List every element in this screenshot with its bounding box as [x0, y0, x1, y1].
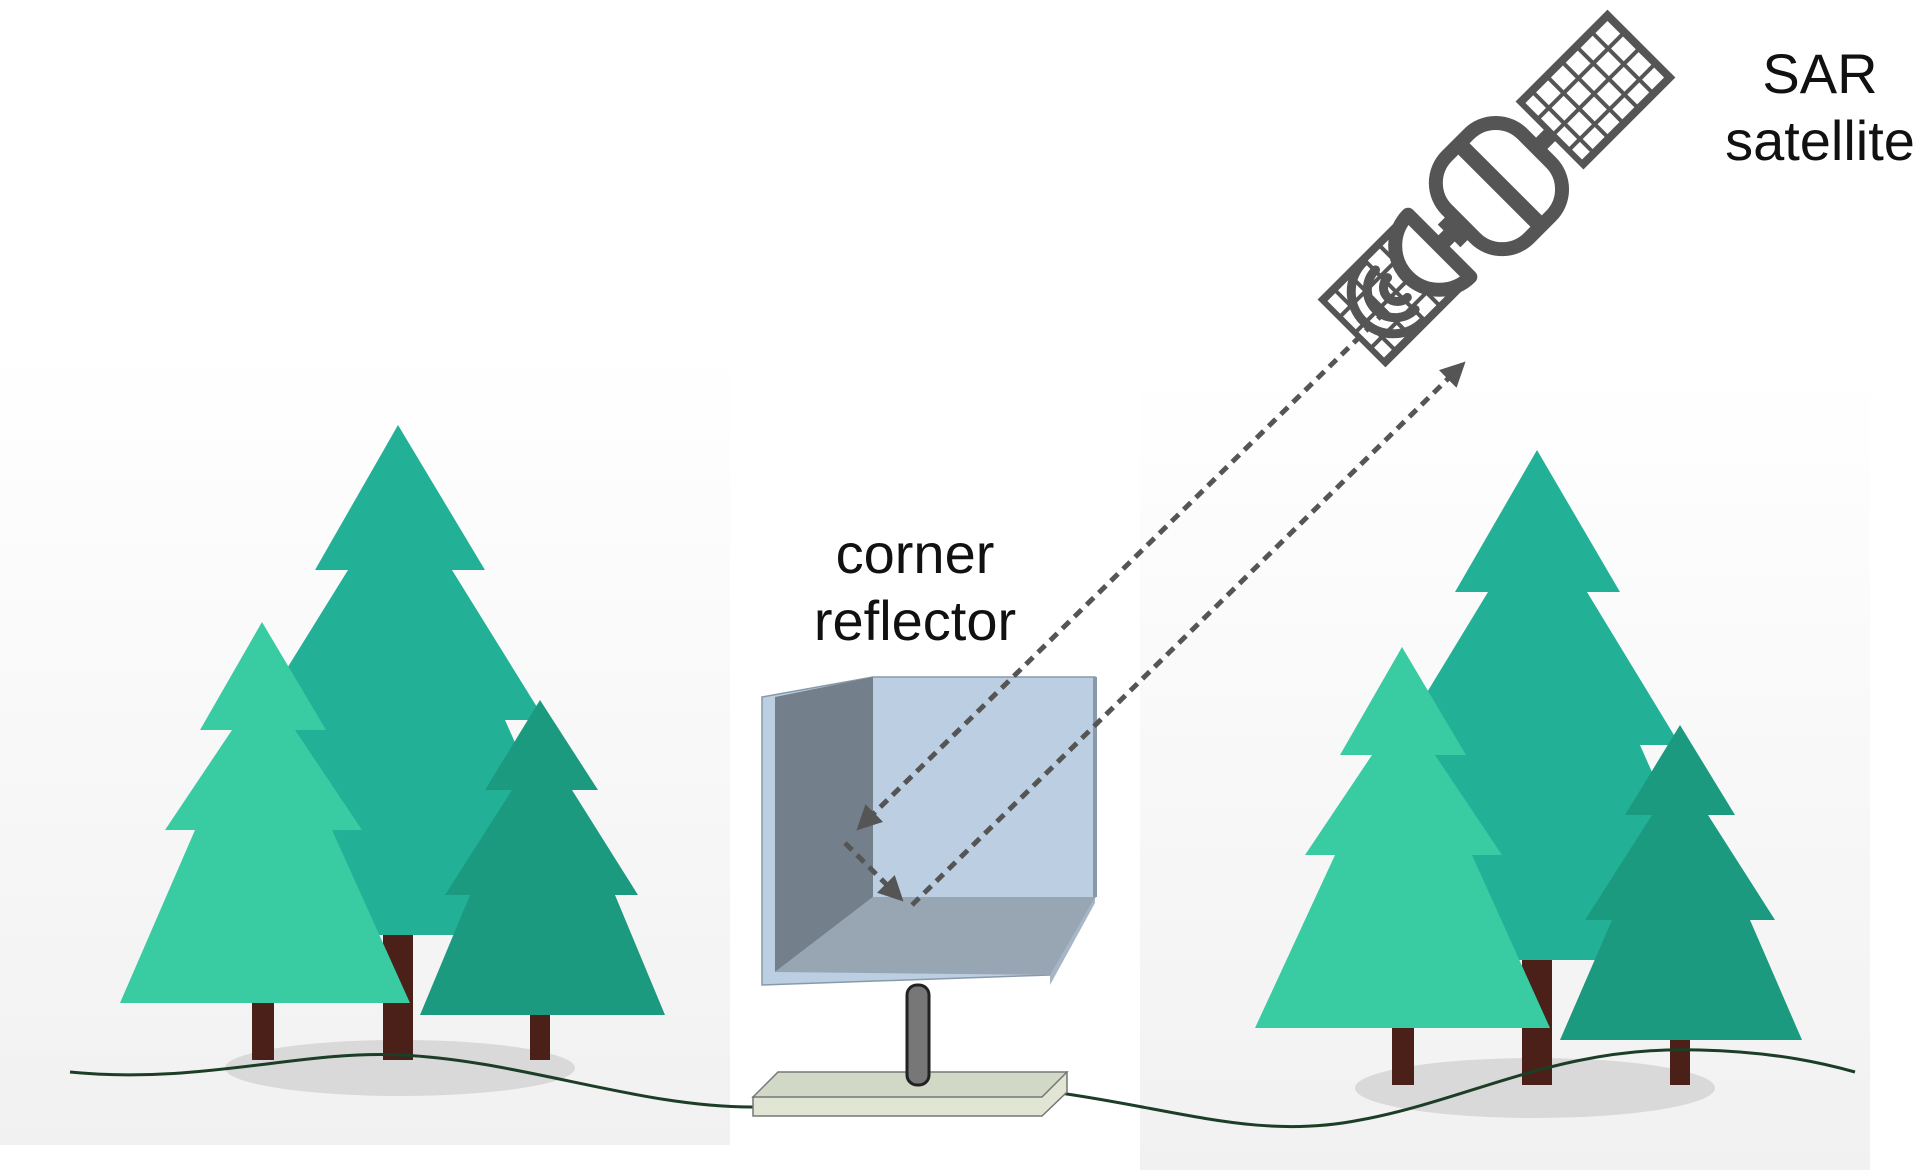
satellite-label-line2: satellite — [1725, 109, 1915, 173]
outgoing-signal-path — [910, 361, 1466, 907]
reflector-floor-face — [775, 897, 1095, 975]
satellite-label-line1: SAR — [1762, 42, 1878, 105]
tree-icon — [1255, 647, 1550, 1085]
reflector-side-face — [775, 677, 873, 972]
signal-paths — [843, 310, 1466, 907]
left-ground-shadow — [225, 1040, 575, 1096]
satellite-label: SAR satellite — [1690, 40, 1920, 174]
reflector-label-line1: corner — [835, 522, 995, 585]
corner-reflector-label: corner reflector — [760, 520, 1070, 654]
incoming-signal-path — [856, 310, 1387, 831]
signal-wave-icon — [1346, 257, 1428, 339]
satellite-antenna-dish — [1388, 207, 1478, 297]
solar-panel-upper — [1515, 9, 1676, 170]
right-ground-shadow — [1355, 1058, 1715, 1118]
corner-reflector — [751, 676, 1097, 1117]
tree-icon — [120, 622, 410, 1060]
tree-icon — [420, 700, 665, 1060]
left-tree-group — [120, 425, 665, 1060]
internal-reflection-path — [843, 841, 904, 902]
satellite-icon — [1317, 9, 1676, 368]
reflector-post — [905, 983, 931, 1087]
reflector-label-line2: reflector — [813, 589, 1017, 653]
